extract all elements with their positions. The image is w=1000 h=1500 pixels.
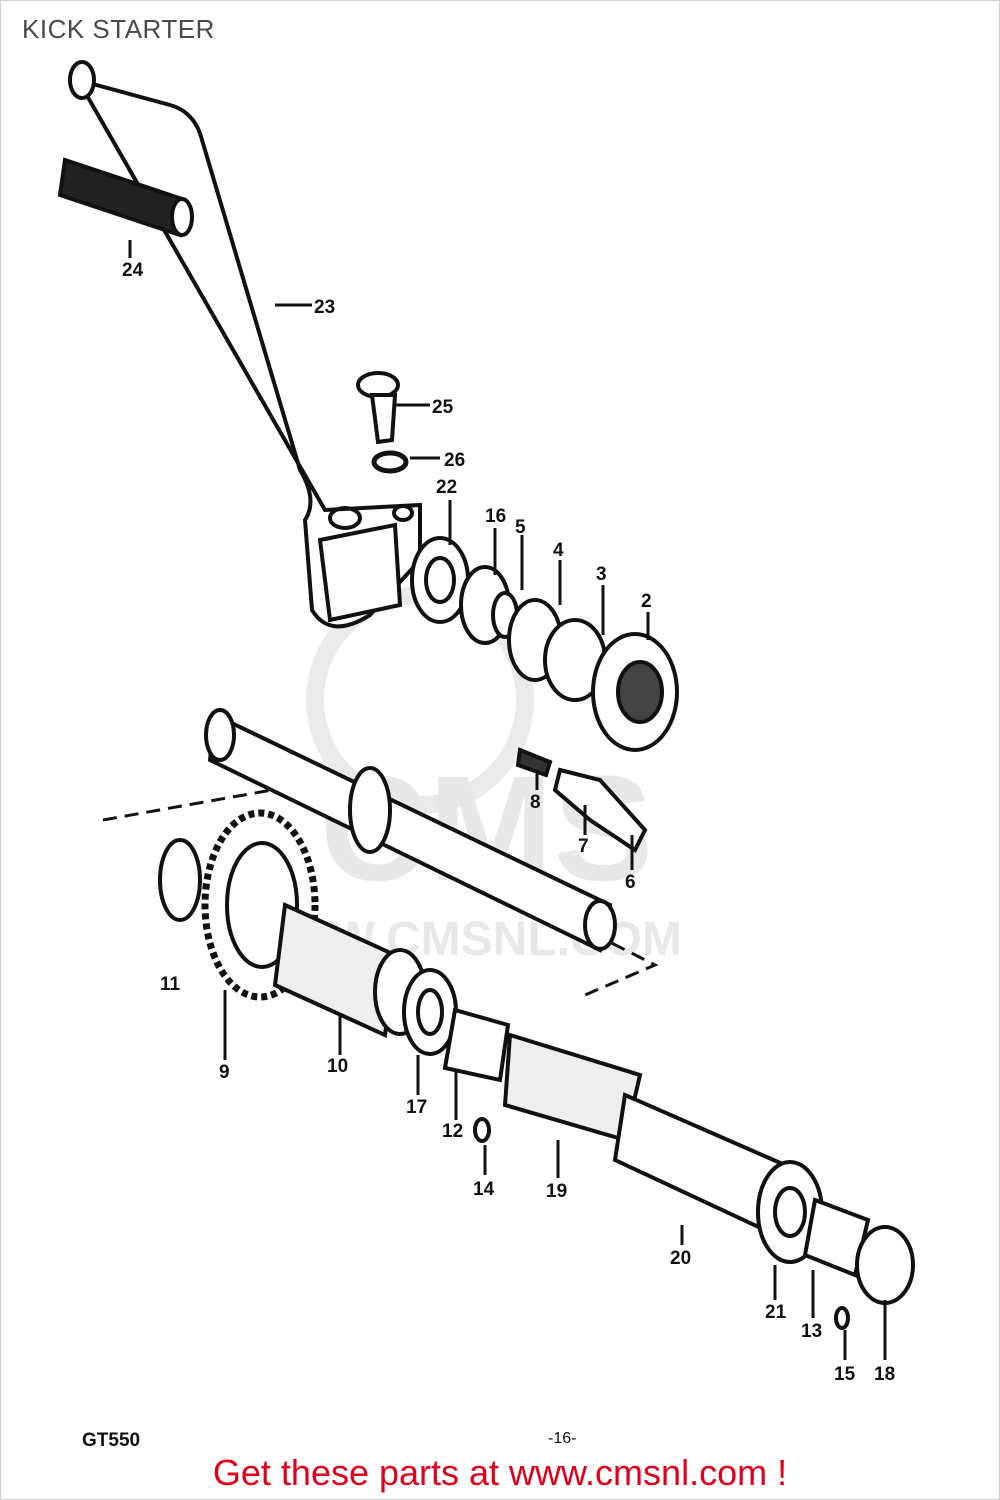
kick-shaft [102, 708, 659, 997]
bolt [356, 371, 400, 445]
callout-12: 12 [442, 1121, 463, 1142]
kick-lever [68, 60, 422, 629]
callout-14: 14 [473, 1179, 495, 1200]
stopper-plate [515, 747, 648, 853]
callout-2: 2 [641, 591, 652, 612]
callout-20: 20 [670, 1248, 691, 1269]
spring-assembly [410, 536, 679, 752]
callout-9: 9 [219, 1062, 230, 1083]
callout-15: 15 [834, 1364, 856, 1385]
callout-13: 13 [801, 1321, 822, 1342]
callout-18: 18 [874, 1364, 895, 1385]
lower-shaft-parts [402, 968, 915, 1330]
callout-23: 23 [314, 297, 335, 318]
callout-17: 17 [406, 1097, 427, 1118]
callout-21: 21 [765, 1302, 787, 1323]
callout-16: 16 [485, 506, 506, 527]
callout-7: 7 [578, 836, 589, 857]
parts-link[interactable]: Get these parts at www.cmsnl.com ! [212, 1452, 788, 1493]
model-code: GT550 [82, 1430, 141, 1451]
callout-24: 24 [122, 260, 144, 281]
callout-10: 10 [327, 1056, 348, 1077]
lever-rubber [57, 157, 194, 238]
callout-3: 3 [596, 564, 607, 585]
callout-5: 5 [515, 517, 526, 538]
callout-6: 6 [625, 872, 636, 893]
callouts: 24 23 25 26 22 16 5 4 3 2 8 7 6 11 9 10 … [122, 260, 895, 1385]
callout-11: 11 [160, 974, 181, 995]
callout-25: 25 [432, 397, 454, 418]
callout-26: 26 [444, 450, 465, 471]
callout-22: 22 [436, 477, 457, 498]
callout-4: 4 [553, 540, 564, 561]
page-title: KICK STARTER [22, 14, 215, 44]
callout-8: 8 [530, 792, 541, 813]
page-number: -16- [548, 1430, 577, 1447]
callout-19: 19 [546, 1181, 567, 1202]
leader-lines [128, 240, 887, 1360]
washer [371, 450, 409, 474]
